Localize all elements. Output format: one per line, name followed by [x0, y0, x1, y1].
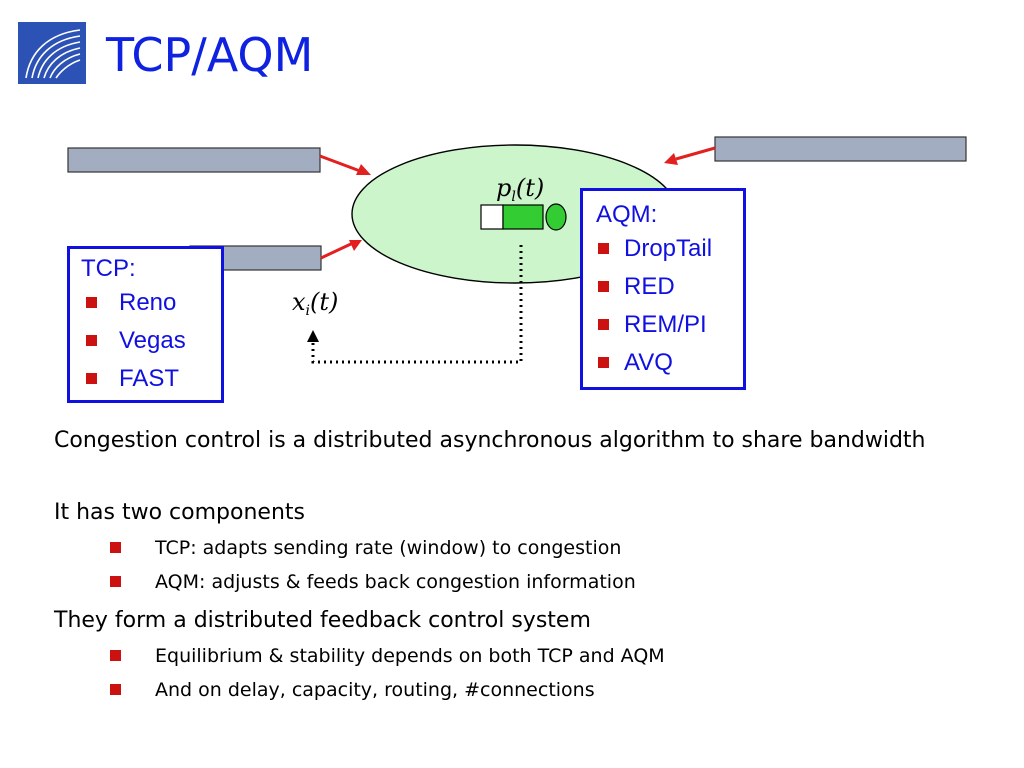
- bullet-square-icon: [598, 319, 609, 330]
- price-label: pl(t): [496, 174, 545, 205]
- list-item: DropTail: [596, 237, 743, 275]
- list-item: RED: [596, 275, 743, 313]
- list-item: Reno: [81, 291, 221, 329]
- sub-bullet-equilibrium: Equilibrium & stability depends on both …: [110, 647, 665, 666]
- aqm-algorithms-box: AQM: DropTail RED REM/PI AVQ: [580, 188, 746, 390]
- sink-bar-top-right: [714, 136, 967, 162]
- bullet-square-icon: [110, 542, 121, 553]
- arrow-top-left: [319, 154, 371, 175]
- source-bar-top-left: [67, 147, 321, 173]
- list-item: REM/PI: [596, 313, 743, 351]
- feedback-path: [311, 245, 523, 364]
- tcp-box-heading: TCP:: [81, 255, 136, 282]
- arrow-mid-left: [320, 240, 362, 260]
- bullet-square-icon: [598, 281, 609, 292]
- caltech-netlab-logo: [18, 22, 86, 84]
- bullet-square-icon: [86, 297, 97, 308]
- bullet-two-components: It has two components: [54, 500, 305, 525]
- arrow-top-right: [664, 146, 716, 165]
- feedback-arrowhead: [307, 330, 319, 342]
- bullet-square-icon: [110, 684, 121, 695]
- bullet-feedback-system: They form a distributed feedback control…: [54, 608, 591, 633]
- aqm-algorithm-list: DropTail RED REM/PI AVQ: [596, 237, 743, 389]
- bullet-square-icon: [598, 243, 609, 254]
- bullet-square-icon: [598, 357, 609, 368]
- list-item: AVQ: [596, 351, 743, 389]
- slide-title: TCP/AQM: [106, 28, 314, 82]
- bullet-square-icon: [86, 373, 97, 384]
- router-queue: [480, 203, 567, 231]
- list-item: FAST: [81, 367, 221, 405]
- bullet-square-icon: [86, 335, 97, 346]
- bullet-square-icon: [110, 650, 121, 661]
- sub-bullet-aqm: AQM: adjusts & feeds back congestion inf…: [110, 573, 636, 592]
- aqm-box-heading: AQM:: [596, 201, 658, 228]
- sub-bullet-delay: And on delay, capacity, routing, #connec…: [110, 681, 595, 700]
- tcp-algorithms-box: TCP: Reno Vegas FAST: [67, 246, 224, 403]
- bullet-congestion-control: Congestion control is a distributed asyn…: [54, 428, 926, 453]
- tcp-algorithm-list: Reno Vegas FAST: [81, 291, 221, 405]
- bullet-square-icon: [110, 576, 121, 587]
- rate-label: xi(t): [292, 288, 339, 319]
- list-item: Vegas: [81, 329, 221, 367]
- sub-bullet-tcp: TCP: adapts sending rate (window) to con…: [110, 539, 621, 558]
